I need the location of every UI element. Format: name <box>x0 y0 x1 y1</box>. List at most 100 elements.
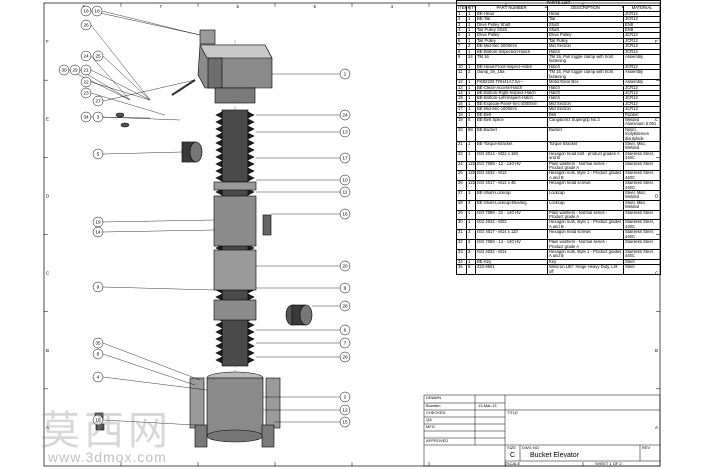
table-cell: TM 16, Pull toggle clamp with front fast… <box>547 69 624 81</box>
table-cell: Hexagon head screws <box>547 180 624 192</box>
leader-line <box>79 69 131 101</box>
balloon <box>80 5 92 17</box>
table-cell: Stainless Steel, 440C <box>622 150 662 162</box>
balloon-number: 27 <box>95 99 101 105</box>
bucket <box>247 244 255 252</box>
balloon <box>339 208 351 220</box>
balloon <box>92 95 104 107</box>
balloon-number: 29 <box>72 68 78 74</box>
balloon <box>91 5 103 17</box>
balloon-number: 14 <box>95 230 101 236</box>
drawn-date: 13-Mar-13 <box>478 403 497 408</box>
bucket <box>247 132 255 140</box>
table-cell: BE-Explode-Panel-Sec-2000mm <box>475 100 548 108</box>
table-cell: Lockcap <box>547 199 624 211</box>
table-cell: Hexagon nuts, style 1 - Product grades A… <box>547 248 624 260</box>
dwg-label: DWG NO <box>522 445 539 450</box>
zone-row-label: B <box>46 348 49 353</box>
table-cell: JCR12 <box>622 48 662 56</box>
balloon-number: 12 <box>342 408 348 414</box>
balloon-number: 15 <box>95 418 101 424</box>
bucket <box>215 328 223 336</box>
balloon <box>339 186 351 198</box>
balloon-number: 15 <box>342 420 348 426</box>
table-cell: 122 <box>466 180 476 192</box>
parts-col-header: QTY <box>466 5 476 12</box>
parts-list-caption: PARTS LIST <box>455 0 662 7</box>
table-cell: Steel <box>622 258 662 266</box>
table-cell: ISO 4032 - M22 <box>475 219 548 231</box>
leader-line <box>90 10 201 36</box>
leader-line <box>90 92 166 116</box>
table-cell: BE-Shaft-Lockcap-Bearing <box>475 199 548 211</box>
balloon <box>339 337 351 349</box>
table-cell: Torque Bracket <box>547 140 624 152</box>
balloon-number: 5 <box>97 152 100 158</box>
bucket <box>215 125 223 133</box>
bucket <box>215 342 223 350</box>
table-cell: Stainless Steel, 440C <box>622 219 662 231</box>
bucket <box>247 160 255 168</box>
table-cell: 24 <box>466 54 476 65</box>
bucket <box>215 293 223 301</box>
bucket <box>247 335 255 343</box>
table-cell: Steel, Mild, Welded <box>622 140 662 152</box>
leader-line <box>102 286 215 291</box>
balloon-number: 9 <box>344 286 347 292</box>
zone-row-label: B <box>655 348 658 353</box>
balloon <box>339 300 351 312</box>
table-cell: 3 <box>466 199 476 211</box>
balloon-number: 26 <box>83 23 89 29</box>
leader-line <box>102 116 181 121</box>
leader-line <box>102 219 215 223</box>
leader-line <box>68 69 131 101</box>
table-cell: Steel <box>622 264 662 275</box>
table-cell: 20 <box>456 126 467 142</box>
table-cell: Bucket <box>547 126 624 142</box>
leader-line <box>90 81 151 101</box>
zone-row-label: F <box>46 39 49 44</box>
table-cell: Hexagon head bolt - product grades A and… <box>547 150 624 162</box>
size-label: SIZE <box>507 445 516 450</box>
table-cell: 3 <box>466 248 476 260</box>
table-cell: 122 <box>466 160 476 172</box>
bucket <box>247 174 255 182</box>
balloon <box>92 281 104 293</box>
bucket <box>247 111 255 119</box>
balloon-number: 10 <box>342 178 348 184</box>
table-cell: Hexagon nuts, style 1 - Product grades A… <box>547 219 624 231</box>
table-cell: BE-Belt Splice <box>475 116 548 128</box>
table-cell: ISO 4017 - M14 x 110 <box>475 229 548 241</box>
table-cell: 3 <box>466 239 476 250</box>
bucket <box>247 118 255 126</box>
approved-label: APPROVED <box>426 438 449 443</box>
table-cell: 26 <box>456 180 467 192</box>
balloon <box>339 174 351 186</box>
table-cell: Welded Aluminium 6 061 <box>622 116 662 128</box>
zone-col-label: 6 <box>237 4 240 9</box>
bucket <box>215 160 223 168</box>
bucket <box>247 321 255 329</box>
table-cell: Stainless Steel, 440C <box>622 248 662 260</box>
rev-label: REV <box>642 445 651 450</box>
bucket <box>215 167 223 175</box>
balloon <box>339 68 351 80</box>
balloon-number: 34 <box>83 115 89 121</box>
bucket <box>247 188 255 196</box>
leader-line <box>90 24 151 101</box>
